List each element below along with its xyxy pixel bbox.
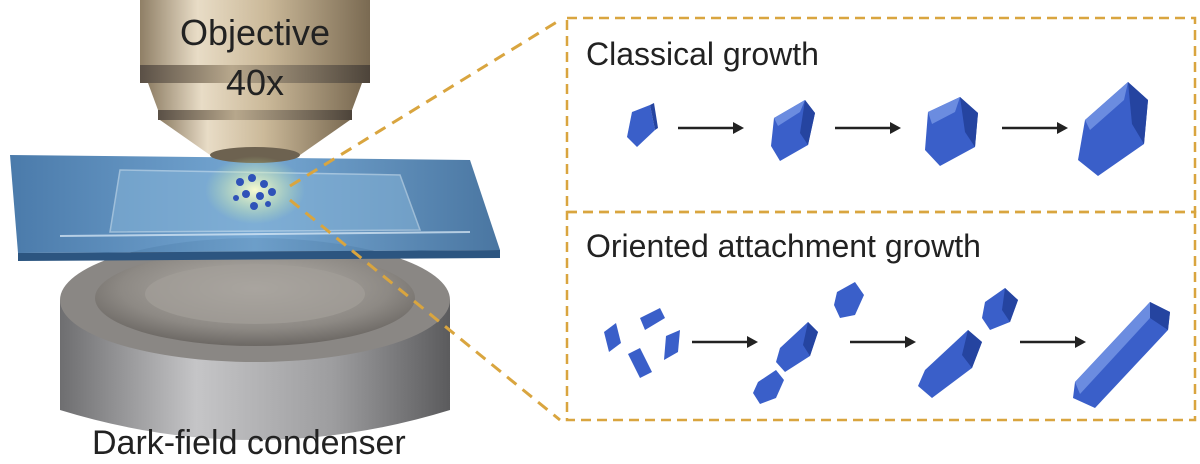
panel-frames: [565, 16, 1197, 422]
zoom-lines: [289, 18, 561, 422]
arrow-right-icon: [692, 336, 758, 348]
arrow-right-icon: [1002, 122, 1068, 134]
crystal-pair-step3: [918, 288, 1018, 398]
crystal-icon: [627, 103, 658, 147]
crystal-cluster: [604, 308, 680, 378]
crystal-icon: [925, 97, 978, 166]
classical-sequence: [627, 82, 1148, 176]
objective-magnification: 40x: [225, 62, 285, 103]
classical-growth-title: Classical growth: [586, 36, 819, 72]
crystal-pair-step2: [753, 282, 864, 404]
arrow-right-icon: [850, 336, 916, 348]
oriented-sequence: [604, 282, 1170, 408]
arrow-right-icon: [678, 122, 744, 134]
crystal-icon: [771, 100, 815, 161]
arrow-right-icon: [1020, 336, 1086, 348]
objective-lens: [140, 0, 370, 163]
crystal-icon: [1073, 302, 1170, 408]
oriented-growth-title: Oriented attachment growth: [586, 228, 981, 264]
objective-title: Objective: [179, 12, 331, 53]
condenser: [60, 238, 450, 440]
sample-spot: [205, 156, 305, 224]
arrow-right-icon: [835, 122, 901, 134]
crystal-icon: [1078, 82, 1148, 176]
condenser-label: Dark-field condenser: [92, 424, 406, 462]
